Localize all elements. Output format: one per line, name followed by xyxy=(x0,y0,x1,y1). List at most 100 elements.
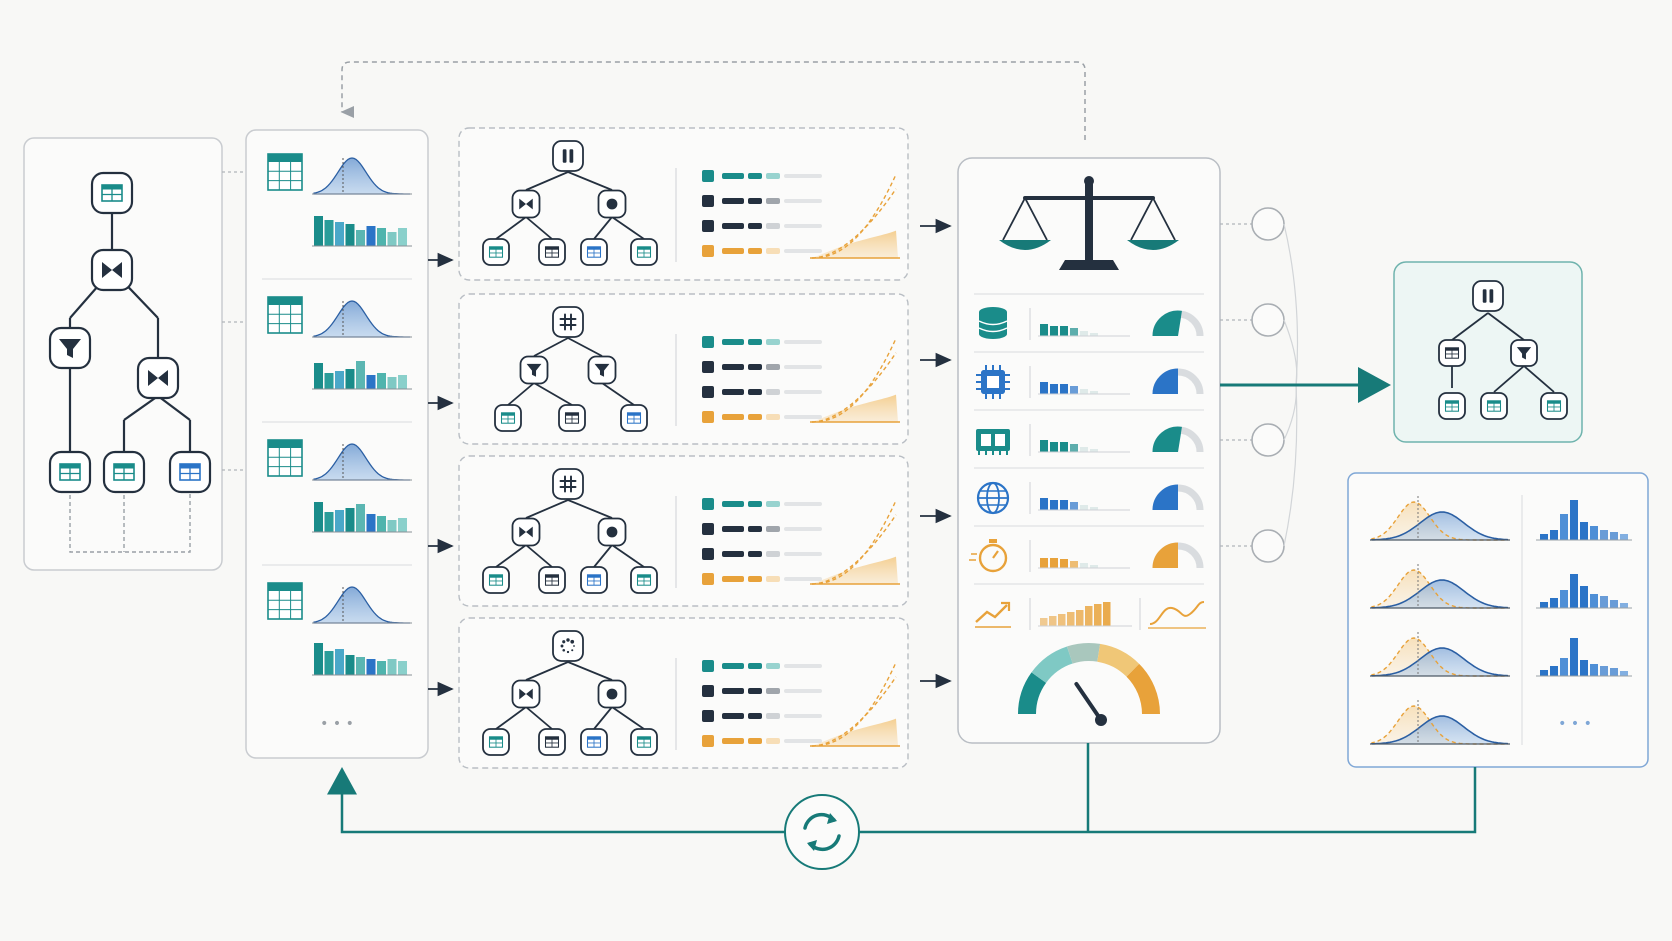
leaf-table-node xyxy=(48,450,92,494)
leaf-table-node xyxy=(538,566,566,594)
table-grid-icon xyxy=(267,296,303,334)
memory-icon xyxy=(976,429,1010,455)
metric-bar-row xyxy=(702,336,822,348)
output-nodes xyxy=(1220,207,1299,563)
filter-node xyxy=(587,355,617,385)
leaf-table-node xyxy=(538,238,566,266)
metric-row xyxy=(974,583,1206,630)
metric-bar-row xyxy=(702,685,822,697)
filter-node xyxy=(519,355,549,385)
data-profile xyxy=(262,278,454,411)
histogram xyxy=(312,502,412,533)
cumulative-curve xyxy=(810,174,900,259)
distribution-curve xyxy=(312,300,412,338)
profiles-more-indicator: • • • xyxy=(320,716,354,732)
table-grid-icon xyxy=(267,582,303,620)
leaf-table-node xyxy=(102,450,146,494)
metric-gauge xyxy=(1152,426,1204,453)
metric-bars xyxy=(1038,498,1130,511)
distribution-row xyxy=(1370,564,1632,609)
distributions-more-indicator: • • • xyxy=(1558,716,1592,732)
data-profile xyxy=(262,421,454,554)
data-profiles-panel: • • • xyxy=(245,129,454,759)
output-node xyxy=(1251,529,1285,563)
histogram xyxy=(1536,500,1632,541)
cumulative-curve xyxy=(810,662,900,747)
metric-bar-row xyxy=(702,735,822,747)
join-node xyxy=(511,189,541,219)
metric-bar-row xyxy=(702,660,822,672)
metric-row xyxy=(969,525,1204,573)
table-node xyxy=(1438,339,1466,367)
metric-gauge xyxy=(1152,368,1204,395)
leaf-table-node xyxy=(558,404,586,432)
dot-node xyxy=(597,679,627,709)
pause-root-node xyxy=(552,140,584,172)
metric-bar-row xyxy=(702,411,822,423)
metric-row xyxy=(974,293,1204,340)
globe-icon xyxy=(976,481,1010,515)
table-grid-icon xyxy=(267,439,303,477)
root-table-node xyxy=(90,171,134,215)
dot-node xyxy=(597,517,627,547)
join-node xyxy=(511,679,541,709)
spinner-root-node xyxy=(552,630,584,662)
candidate-plan-card xyxy=(458,455,909,607)
leaf-table-node xyxy=(580,728,608,756)
metric-bar-row xyxy=(702,245,822,257)
leaf-table-node xyxy=(630,238,658,266)
selected-plan-panel xyxy=(1393,261,1583,443)
leaf-table-node xyxy=(1540,392,1568,420)
histogram xyxy=(1536,574,1632,609)
data-profile xyxy=(267,153,454,268)
metric-row xyxy=(974,409,1204,456)
cpu-icon xyxy=(976,365,1010,399)
leaf-table-node xyxy=(580,566,608,594)
candidate-plan-card xyxy=(458,293,909,445)
trend-icon xyxy=(975,601,1011,628)
metric-bars xyxy=(1038,558,1130,569)
leaf-table-node xyxy=(630,728,658,756)
cumulative-curve xyxy=(810,338,900,423)
join-node xyxy=(511,517,541,547)
distribution-curve xyxy=(312,586,412,624)
metric-bar-row xyxy=(702,361,822,373)
overall-score-gauge xyxy=(1018,643,1160,726)
output-node xyxy=(1251,207,1285,241)
leaf-table-node xyxy=(168,450,212,494)
candidate-plans xyxy=(458,127,952,769)
histogram xyxy=(1536,638,1632,677)
pause-root-node xyxy=(1472,280,1504,312)
metric-bar-row xyxy=(702,195,822,207)
leaf-table-node xyxy=(620,404,648,432)
distribution-curve xyxy=(312,443,412,481)
metric-bars xyxy=(1038,440,1130,453)
balance-scale-icon xyxy=(999,176,1179,270)
metric-bars xyxy=(1038,324,1130,337)
distribution-row xyxy=(1370,700,1510,745)
join-node xyxy=(90,248,134,292)
metric-bar-row xyxy=(702,548,822,560)
metric-bar-row xyxy=(702,710,822,722)
leaf-table-node xyxy=(482,566,510,594)
top-feedback-loop xyxy=(340,61,1086,140)
output-node xyxy=(1251,423,1285,457)
metric-gauge xyxy=(1152,484,1204,511)
trend-line xyxy=(1148,601,1206,629)
database-icon xyxy=(978,307,1008,339)
metric-bar-row xyxy=(702,220,822,232)
distribution-row xyxy=(1370,496,1632,541)
metric-bar-row xyxy=(702,573,822,585)
metric-bar-row xyxy=(702,523,822,535)
metric-gauge xyxy=(1152,542,1204,569)
data-profile xyxy=(262,564,454,697)
metric-bars xyxy=(1038,602,1132,627)
query-plan-panel xyxy=(23,137,223,571)
filter-node xyxy=(1510,339,1538,367)
histogram xyxy=(312,216,412,247)
leaf-table-node xyxy=(1438,392,1466,420)
filter-node xyxy=(48,326,92,370)
hash-root-node xyxy=(552,468,584,500)
join-node xyxy=(136,356,180,400)
